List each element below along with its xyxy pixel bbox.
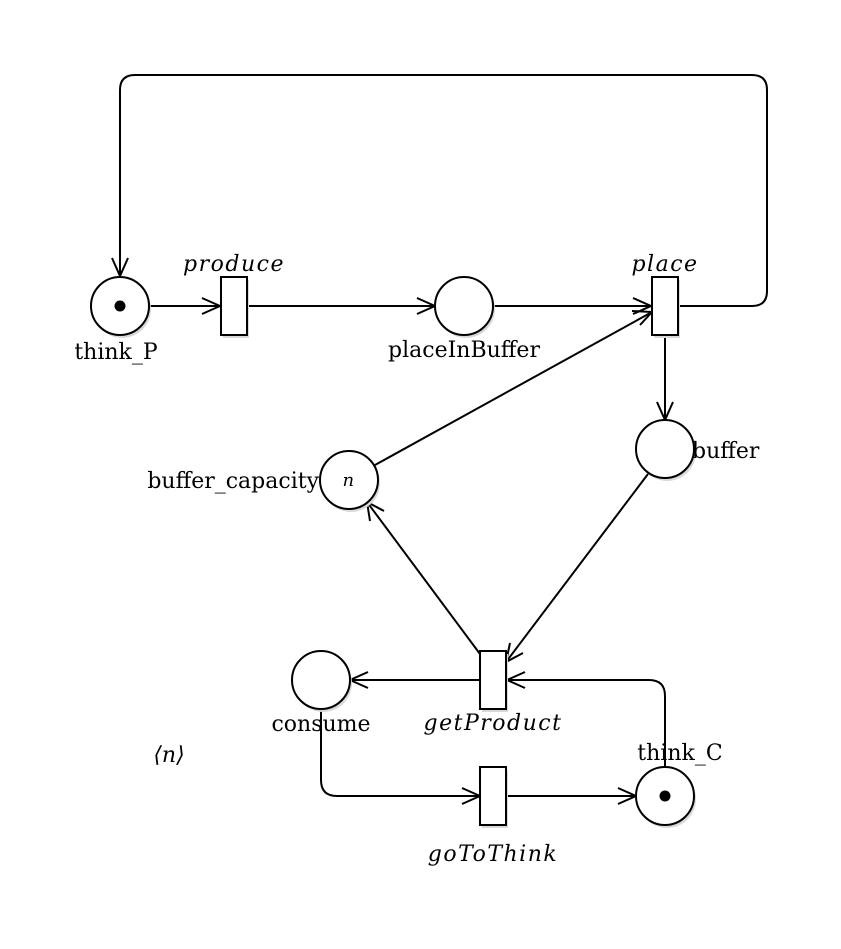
buffer-capacity-marking: n	[342, 470, 355, 491]
arcs	[111, 74, 768, 805]
place-label-think-p: think_P	[74, 340, 158, 365]
arc-think-p-to-produce	[149, 297, 223, 315]
place-consume: consume	[271, 650, 371, 737]
transition-label-place: place	[631, 252, 698, 277]
token-dot	[114, 300, 126, 312]
arc-get-product-to-buffer-capacity	[365, 500, 481, 655]
place-place-in-buffer: placeInBuffer	[388, 276, 540, 363]
place-label-place-in-buffer: placeInBuffer	[388, 338, 540, 363]
arc-place-in-buffer-to-place	[493, 297, 654, 315]
place-think-p: think_P	[74, 276, 158, 365]
arc-place-to-buffer	[656, 335, 674, 423]
arc-buffer-to-get-product	[504, 473, 649, 664]
place-label-consume: consume	[271, 712, 370, 737]
arc-go-to-think-to-think-c	[507, 787, 639, 805]
place-label-think-c: think_C	[637, 741, 722, 766]
token-dot	[659, 790, 671, 802]
transition-label-produce: produce	[183, 252, 285, 277]
place-think-c: think_C	[635, 741, 723, 828]
transition-label-get-product: getProduct	[424, 711, 563, 736]
place-label-buffer: buffer	[692, 439, 760, 464]
transition-place: place	[631, 252, 698, 338]
parameter-label: ⟨n⟩	[153, 743, 184, 768]
place-label-buffer-capacity: buffer_capacity	[147, 469, 319, 494]
arc-produce-to-place-in-buffer	[247, 297, 438, 315]
place-buffer: buffer	[635, 419, 760, 481]
arc-buffer-capacity-to-place	[374, 310, 655, 466]
transition-label-go-to-think: goToThink	[428, 842, 558, 867]
place-buffer-capacity: n buffer_capacity	[147, 450, 380, 512]
transition-get-product: getProduct	[424, 650, 563, 736]
transition-produce: produce	[183, 252, 285, 338]
arc-get-product-to-consume	[347, 671, 480, 689]
transition-go-to-think: goToThink	[428, 766, 558, 867]
